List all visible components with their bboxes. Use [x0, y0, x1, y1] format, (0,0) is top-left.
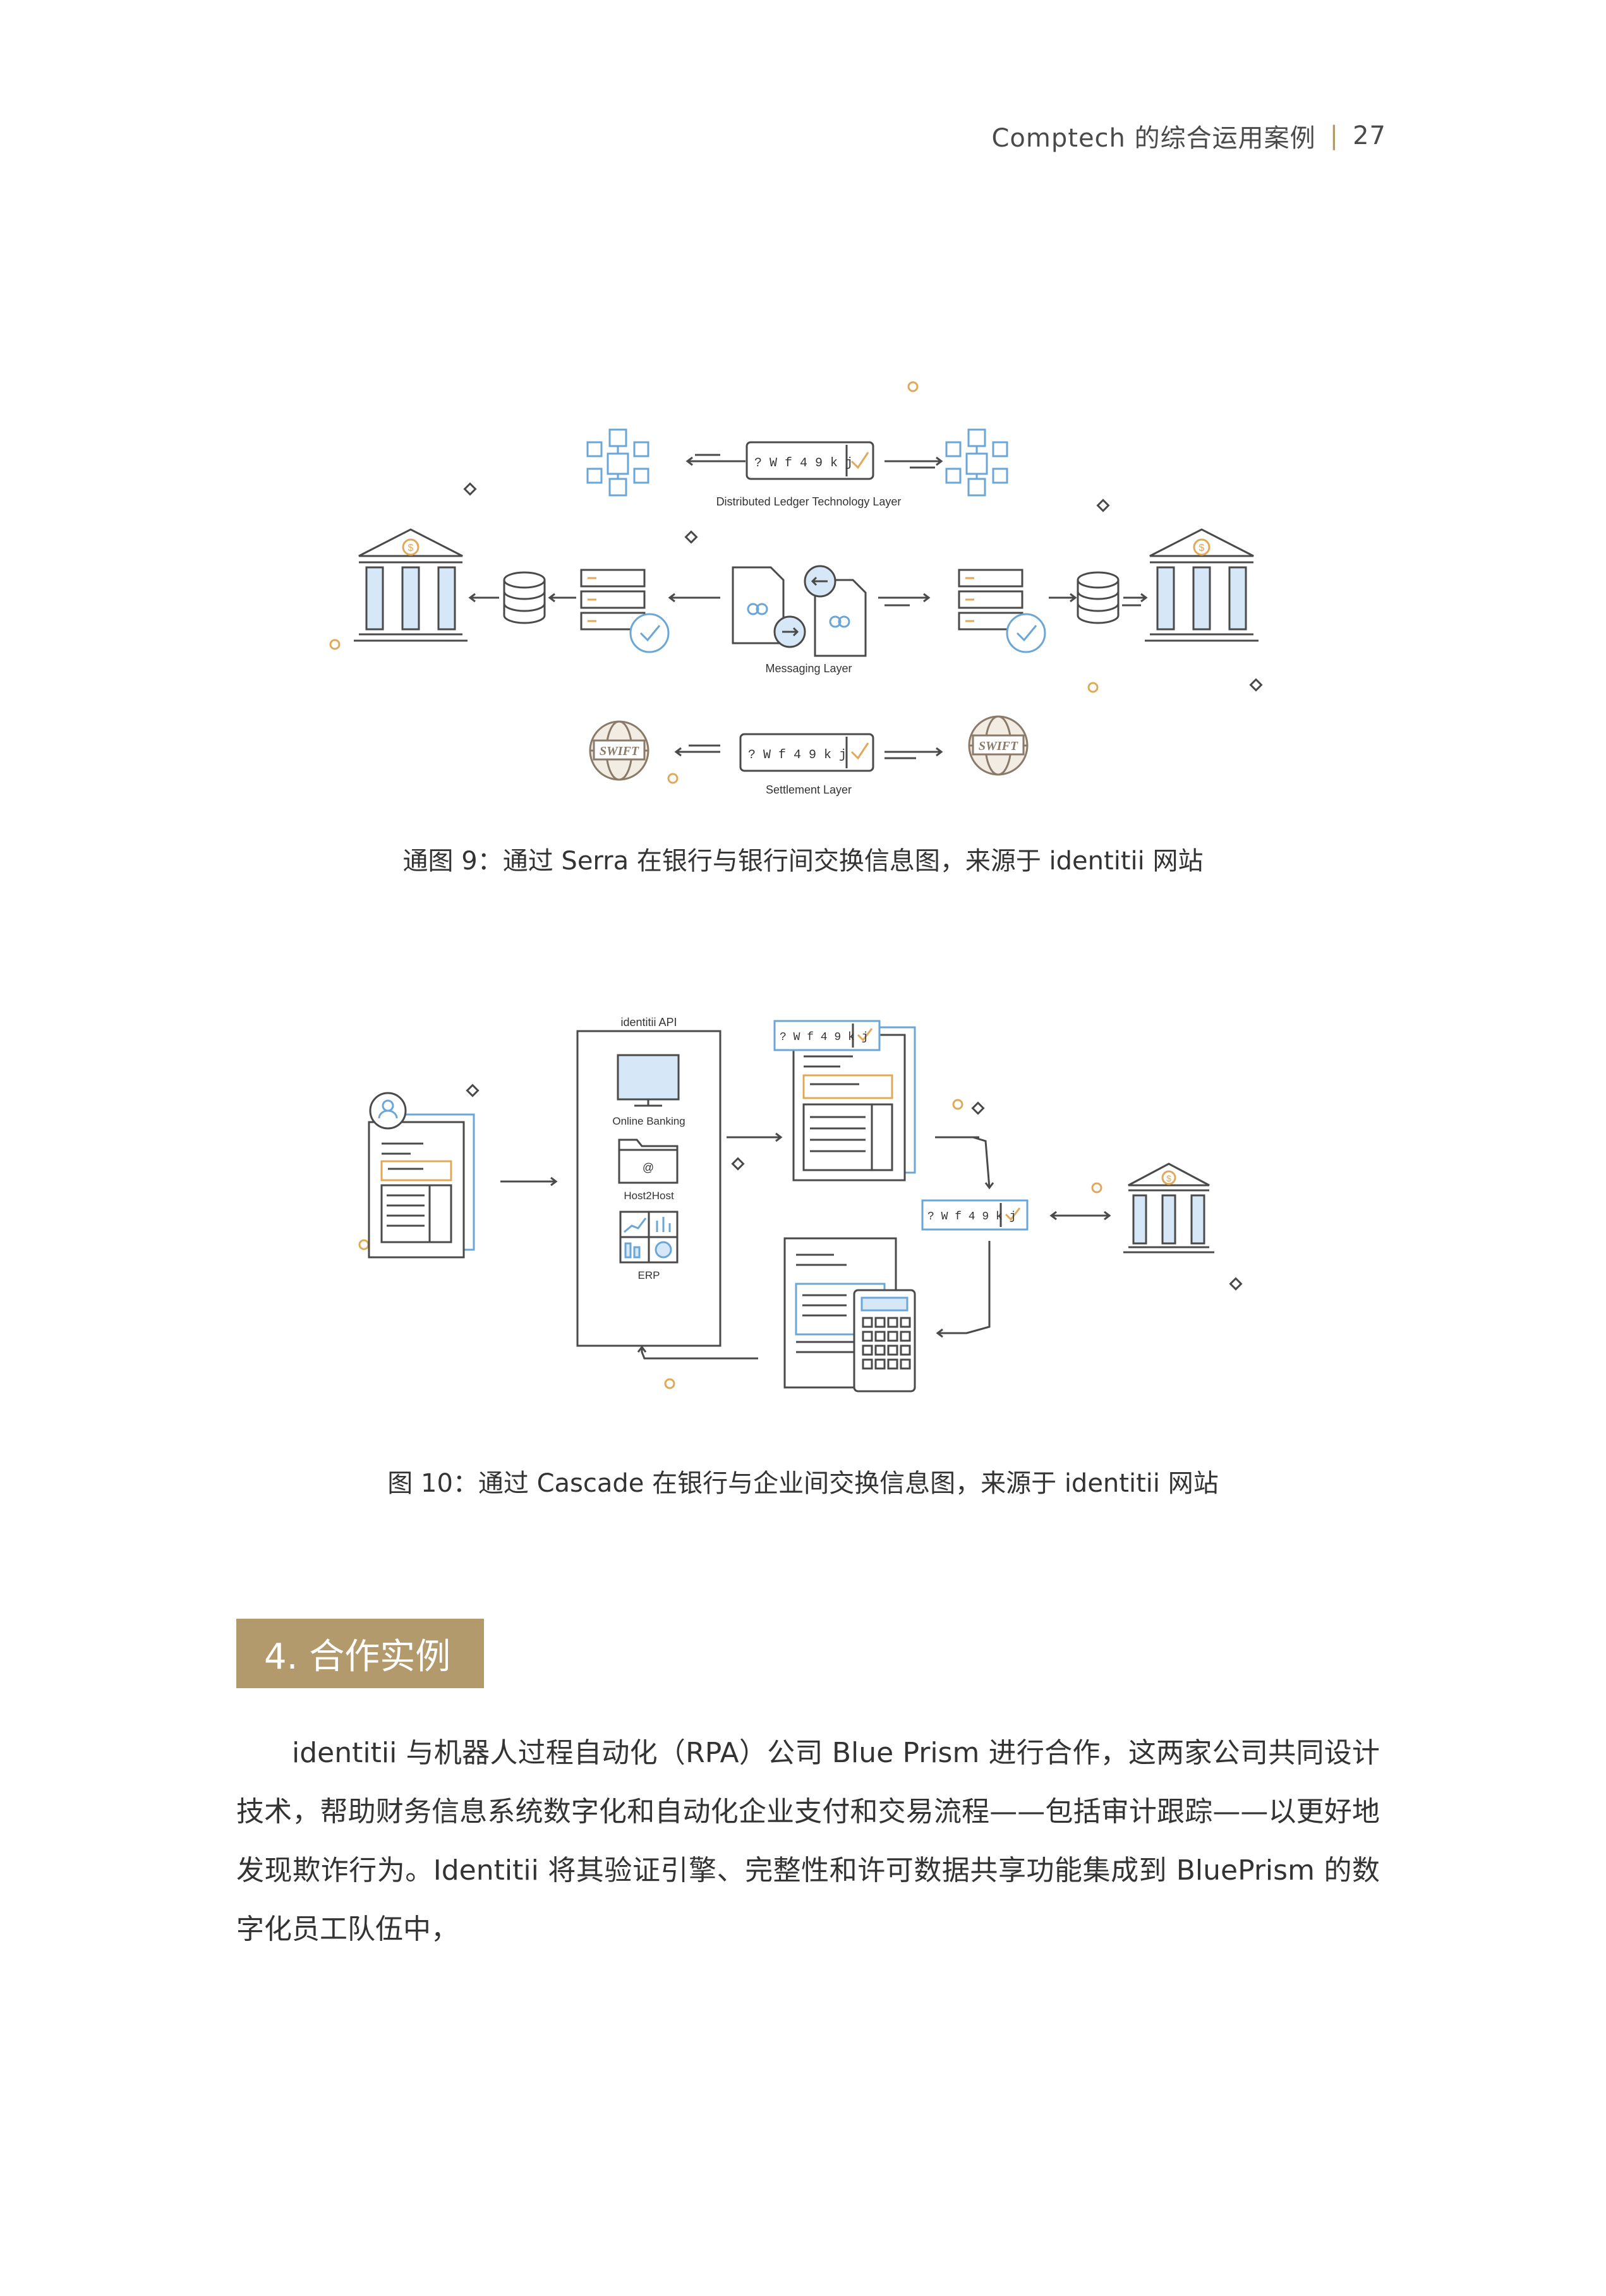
erp-chart-icon	[620, 1212, 677, 1262]
decor-circle	[359, 1240, 368, 1249]
api-title: identitii API	[620, 1016, 677, 1029]
host2host-symbol: @	[643, 1161, 654, 1174]
erp-label: ERP	[638, 1269, 660, 1281]
bank-currency: $	[1166, 1173, 1171, 1183]
decor-circle	[1089, 683, 1097, 692]
figure-9-caption: 通图 9：通过 Serra 在银行与银行间交换信息图，来源于 identitii…	[0, 840, 1606, 877]
decor-circle	[665, 1379, 674, 1388]
figure-10-caption: 图 10：通过 Cascade 在银行与企业间交换信息图，来源于 identit…	[0, 1463, 1606, 1499]
swift-label-left: SWIFT	[600, 744, 639, 758]
decor-diamond	[733, 1159, 744, 1169]
database-right-icon	[1078, 572, 1118, 623]
dlt-code-text: ? W f 4 9 k j	[754, 456, 853, 471]
decor-diamond	[1231, 1279, 1241, 1290]
dlt-layer-label: Distributed Ledger Technology Layer	[716, 495, 902, 508]
page-number: 27	[1353, 121, 1386, 150]
page-header: Comptech 的综合运用案例 | 27	[992, 118, 1387, 154]
dlt-network-left-icon	[588, 430, 648, 495]
settlement-code-text: ? W f 4 9 k j	[748, 748, 847, 763]
database-left-icon	[504, 572, 545, 623]
decor-circle	[953, 1100, 962, 1109]
check-icon	[852, 452, 868, 468]
host2host-label: Host2Host	[624, 1190, 674, 1202]
bank-left-currency: $	[408, 543, 414, 553]
header-title: Comptech 的综合运用案例	[992, 118, 1316, 154]
online-banking-label: Online Banking	[612, 1115, 685, 1127]
doc-code-text: ? W f 4 9 k j	[780, 1031, 868, 1044]
decor-diamond	[468, 1085, 478, 1096]
settlement-layer-label: Settlement Layer	[766, 783, 852, 796]
body-text: identitii 与机器人过程自动化（RPA）公司 Blue Prism 进行…	[236, 1724, 1380, 1959]
decor-circle	[1092, 1183, 1101, 1192]
serra-diagram-svg: ? W f 4 9 k j Distributed Ledger Technol…	[316, 366, 1301, 821]
swift-label-right: SWIFT	[979, 739, 1018, 753]
decor-diamond	[686, 532, 697, 543]
messaging-documents-icon	[733, 566, 866, 656]
dlt-network-right-icon	[946, 430, 1007, 495]
server-stack-left-icon	[581, 570, 668, 652]
server-stack-right-icon	[959, 570, 1045, 652]
decor-diamond	[1251, 680, 1262, 691]
section-heading: 4. 合作实例	[236, 1619, 484, 1688]
messaging-layer-label: Messaging Layer	[765, 662, 852, 675]
decor-diamond	[465, 484, 476, 495]
cascade-diagram-svg: identitii API Online Banking @ Host2Host…	[354, 998, 1276, 1428]
user-document-icon	[369, 1093, 474, 1257]
decor-diamond	[973, 1103, 984, 1114]
header-separator: |	[1330, 121, 1339, 150]
monitor-icon	[618, 1055, 679, 1106]
figure-cascade-diagram: identitii API Online Banking @ Host2Host…	[354, 998, 1276, 1428]
decor-circle	[668, 774, 677, 783]
middle-code-text: ? W f 4 9 k j	[927, 1211, 1016, 1223]
body-paragraph: identitii 与机器人过程自动化（RPA）公司 Blue Prism 进行…	[236, 1724, 1380, 1959]
bank-right-currency: $	[1199, 543, 1205, 553]
decor-circle	[909, 382, 917, 391]
figure-serra-diagram: ? W f 4 9 k j Distributed Ledger Technol…	[316, 366, 1301, 821]
check-icon	[852, 743, 868, 758]
invoice-calculator-icon	[785, 1238, 915, 1391]
decor-diamond	[1098, 500, 1109, 511]
decor-circle	[330, 640, 339, 649]
